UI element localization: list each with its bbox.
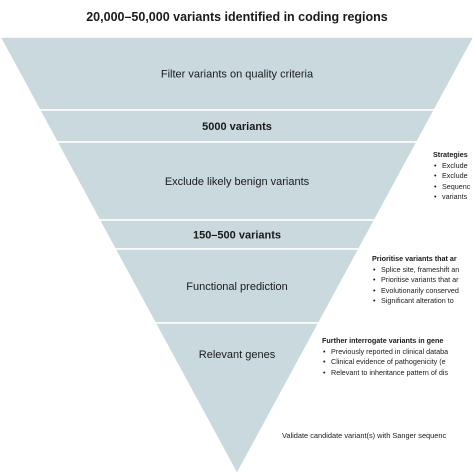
funnel-count-label: 20,000–50,000 variants identified in cod… <box>86 10 388 24</box>
side-note-prioritise: Prioritise variants that ar Splice site,… <box>372 254 459 307</box>
side-note-heading: Prioritise variants that ar <box>372 254 457 263</box>
side-note-item: Sequenc <box>433 182 470 193</box>
side-note-item: Clinical evidence of pathogenicity (e <box>322 357 448 368</box>
side-note-item: Significant alteration to <box>372 296 459 307</box>
funnel-bands <box>0 36 474 474</box>
funnel-step-label: Relevant genes <box>199 349 276 361</box>
funnel-count-label: 5000 variants <box>202 121 272 133</box>
funnel-step-label: Filter variants on quality criteria <box>161 69 314 81</box>
funnel-count-label: 150–500 variants <box>193 230 281 242</box>
side-note-item: variants <box>433 192 470 203</box>
side-note-item: Exclude <box>433 171 470 182</box>
side-note-item: Relevant to inheritance pattern of dis <box>322 368 448 379</box>
side-note-strategies: Strategies Exclude Exclude Sequenc varia… <box>433 150 470 203</box>
funnel-step-label: Exclude likely benign variants <box>165 176 310 188</box>
side-note-heading: Further interrogate variants in gene <box>322 336 444 345</box>
side-note-item: Evolutionarily conserved <box>372 286 459 297</box>
funnel-step-label: Functional prediction <box>186 281 288 293</box>
side-note-further: Further interrogate variants in gene Pre… <box>322 336 448 378</box>
side-note-item: Exclude <box>433 161 470 172</box>
side-note-item: Previously reported in clinical databa <box>322 347 448 358</box>
footer-validate-note: Validate candidate variant(s) with Sange… <box>282 431 447 440</box>
side-note-heading: Strategies <box>433 150 468 159</box>
funnel-band <box>153 322 321 474</box>
funnel-labels: 20,000–50,000 variants identified in cod… <box>86 10 388 361</box>
side-note-item: Splice site, frameshift an <box>372 265 459 276</box>
side-note-item: Prioritise variants that ar <box>372 275 459 286</box>
